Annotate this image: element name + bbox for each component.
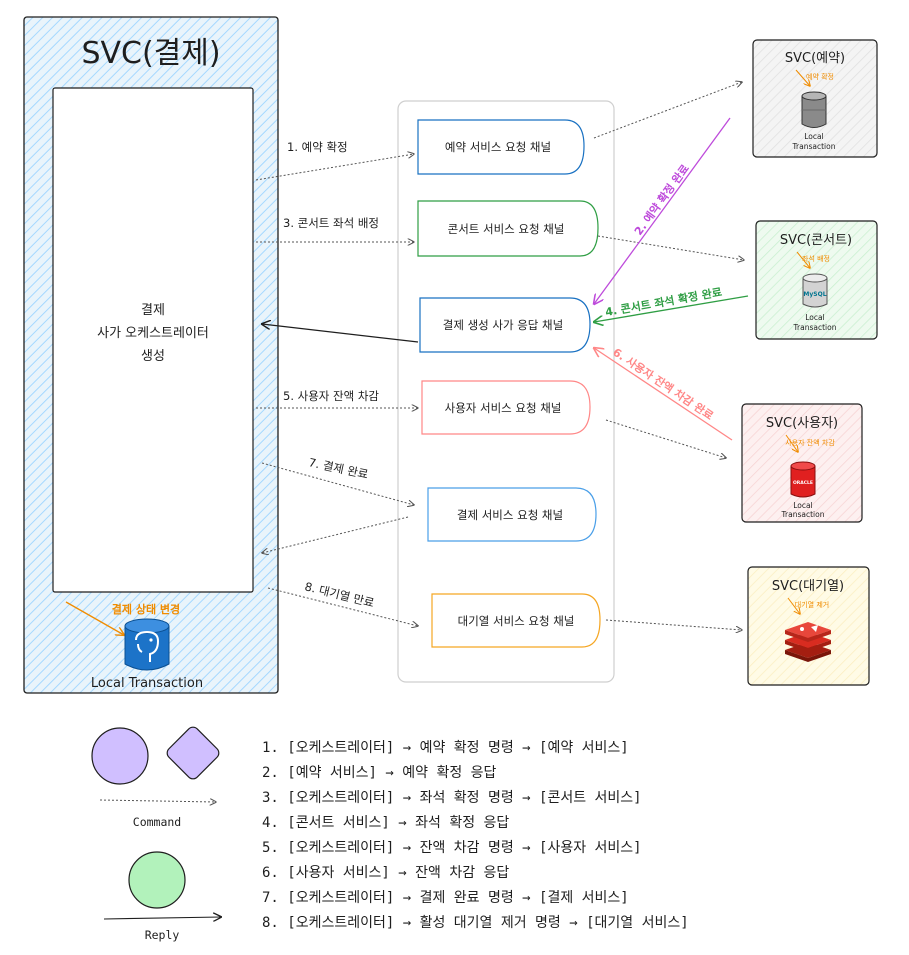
queue-service-arrow bbox=[605, 619, 742, 630]
reply-arrow-6 bbox=[594, 348, 733, 441]
payment-service-title: SVC(결제) bbox=[81, 36, 220, 71]
command-diamond-shape bbox=[166, 726, 220, 780]
concert-service-arrow bbox=[597, 235, 744, 260]
service-db-line: Local bbox=[793, 501, 812, 510]
oracle-logo-text: ORACLE bbox=[793, 480, 813, 486]
legend-step: 1. [오케스트레이터] → 예약 확정 명령 → [예약 서비스] bbox=[262, 740, 629, 756]
reply-arrow-4 bbox=[594, 295, 749, 322]
command-label-1: 1. 예약 확정 bbox=[287, 140, 348, 154]
service-db-line: Transaction bbox=[792, 142, 836, 151]
legend-step: 3. [오케스트레이터] → 좌석 확정 명령 → [콘서트 서비스] bbox=[262, 790, 642, 806]
command-label-8: 8. 대기열 만료 bbox=[303, 579, 375, 610]
legend-step: 6. [사용자 서비스] → 잔액 차감 응답 bbox=[262, 865, 509, 881]
user-service: SVC(사용자) 사용자 잔액 차감 ORACLE Local Transact… bbox=[741, 403, 863, 523]
service-annotation: 좌석 배정 bbox=[802, 254, 830, 263]
service-annotation: 사용자 잔액 차감 bbox=[785, 438, 835, 447]
concert-service: SVC(콘서트) 좌석 배정 MySQL Local Transaction bbox=[755, 220, 878, 340]
channel-label: 결제 생성 사가 응답 채널 bbox=[443, 318, 563, 332]
service-annotation: 대기열 제거 bbox=[795, 600, 829, 609]
service-title: SVC(콘서트) bbox=[780, 233, 852, 248]
payment-channel-arrow bbox=[262, 516, 409, 553]
channel-label: 대기열 서비스 요청 채널 bbox=[458, 614, 575, 628]
service-title: SVC(사용자) bbox=[766, 416, 838, 431]
legend-step: 8. [오케스트레이터] → 활성 대기열 제거 명령 → [대기열 서비스] bbox=[262, 915, 689, 931]
service-db-line: Transaction bbox=[793, 323, 837, 332]
reply-label-6: 6. 사용자 잔액 차감 완료 bbox=[610, 345, 716, 423]
command-circle-shape bbox=[91, 727, 149, 785]
command-label-7: 7. 결제 완료 bbox=[307, 455, 369, 481]
channel-reservation-request: 예약 서비스 요청 채널 bbox=[417, 119, 585, 175]
orchestrator-line-1: 결제 bbox=[141, 303, 165, 318]
mysql-icon: MySQL bbox=[802, 273, 828, 308]
command-legend-arrow bbox=[99, 800, 216, 802]
service-title: SVC(대기열) bbox=[772, 579, 844, 594]
command-arrow-1 bbox=[255, 154, 414, 181]
reply-arrow-2 bbox=[594, 117, 731, 304]
saga-orchestrator-box bbox=[52, 87, 254, 593]
database-icon bbox=[801, 91, 827, 128]
service-db-line: Local bbox=[804, 132, 823, 141]
channel-service-arrows bbox=[593, 82, 744, 630]
legend-command-label: Command bbox=[133, 815, 181, 829]
reply-circle-shape bbox=[128, 851, 186, 909]
channel-label: 콘서트 서비스 요청 채널 bbox=[448, 222, 565, 236]
channel-label: 사용자 서비스 요청 채널 bbox=[445, 401, 562, 415]
channel-label: 결제 서비스 요청 채널 bbox=[457, 508, 563, 522]
legend-reply-label: Reply bbox=[145, 928, 180, 942]
service-db-line: Transaction bbox=[781, 510, 825, 519]
payment-db-label: Local Transaction bbox=[91, 676, 203, 691]
legend-step: 5. [오케스트레이터] → 잔액 차감 명령 → [사용자 서비스] bbox=[262, 840, 642, 856]
payment-service: SVC(결제) 결제 사가 오케스트레이터 생성 결제 상태 변경 Local … bbox=[23, 16, 279, 694]
channel-payment-request: 결제 서비스 요청 채널 bbox=[427, 487, 597, 542]
channel-saga-reply: 결제 생성 사가 응답 채널 bbox=[419, 297, 591, 353]
mysql-logo-text: MySQL bbox=[803, 291, 826, 298]
service-annotation-arrow bbox=[787, 597, 800, 614]
reply-legend-arrow bbox=[103, 917, 221, 919]
service-title: SVC(예약) bbox=[785, 51, 845, 66]
service-annotation-arrow bbox=[796, 251, 810, 268]
oracle-icon: ORACLE bbox=[790, 461, 816, 498]
channel-user-request: 사용자 서비스 요청 채널 bbox=[421, 380, 591, 435]
legend-step: 2. [예약 서비스] → 예약 확정 응답 bbox=[262, 765, 497, 781]
redis-icon bbox=[785, 622, 831, 662]
channel-label: 예약 서비스 요청 채널 bbox=[445, 140, 551, 154]
saga-reply-arrow bbox=[262, 324, 419, 343]
reply-label-4: 4. 콘서트 좌석 확정 완료 bbox=[604, 285, 723, 319]
postgresql-icon bbox=[124, 618, 170, 671]
legend: Command Reply 1. [오케스트레이터] → 예약 확정 명령 → … bbox=[91, 726, 689, 942]
legend-step: 4. [콘서트 서비스] → 좌석 확정 응답 bbox=[262, 815, 509, 831]
service-annotation: 예약 확정 bbox=[806, 72, 834, 81]
channel-queue-request: 대기열 서비스 요청 채널 bbox=[431, 593, 601, 648]
reservation-service: SVC(예약) 예약 확정 Local Transaction bbox=[752, 39, 878, 158]
command-label-5: 5. 사용자 잔액 차감 bbox=[283, 389, 379, 403]
command-arrow-8 bbox=[267, 587, 418, 626]
command-label-3: 3. 콘서트 좌석 배정 bbox=[283, 216, 379, 230]
orchestrator-line-2: 사가 오케스트레이터 bbox=[97, 326, 209, 341]
command-arrows: 1. 예약 확정 3. 콘서트 좌석 배정 5. 사용자 잔액 차감 7. 결제… bbox=[255, 140, 419, 626]
reservation-service-arrow bbox=[593, 82, 742, 139]
service-annotation-arrow bbox=[795, 69, 810, 86]
reply-arrows: 2. 예약 확정 완료 4. 콘서트 좌석 확정 완료 6. 사용자 잔액 차감… bbox=[594, 117, 749, 441]
queue-service: SVC(대기열) 대기열 제거 bbox=[747, 566, 870, 686]
service-db-line: Local bbox=[805, 313, 824, 322]
legend-step: 7. [오케스트레이터] → 결제 완료 명령 → [결제 서비스] bbox=[262, 890, 629, 906]
orchestrator-line-3: 생성 bbox=[141, 349, 165, 364]
service-annotation-arrow bbox=[785, 434, 798, 452]
channel-concert-request: 콘서트 서비스 요청 채널 bbox=[417, 200, 599, 257]
user-service-arrow bbox=[605, 419, 726, 458]
payment-db-annotation: 결제 상태 변경 bbox=[112, 602, 180, 616]
reply-label-2: 2. 예약 확정 완료 bbox=[631, 162, 692, 238]
payment-db-arrow bbox=[65, 601, 124, 635]
